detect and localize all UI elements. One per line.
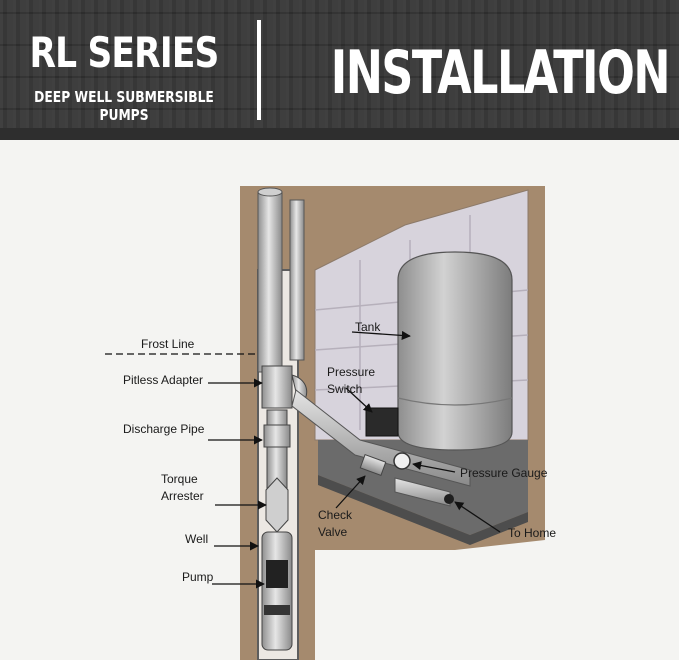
label-pitless-adapter: Pitless Adapter [123,373,204,387]
pressure-tank [397,251,513,451]
label-switch: Switch [327,382,363,396]
label-frost-line: Frost Line [141,337,195,351]
label-pressure-gauge: Pressure Gauge [460,466,548,480]
banner-bottom-strip [0,128,679,140]
installation-title: INSTALLATION [330,38,671,108]
series-title: RL SERIES [29,28,219,77]
label-pump: Pump [182,570,214,584]
upper-casing [257,191,283,373]
torque-arrester [265,477,289,533]
label-check: Check [318,508,353,522]
check-valve [359,454,387,476]
label-arrester: Arrester [161,489,204,503]
label-well: Well [185,532,209,546]
diagram-svg [105,186,545,660]
label-valve: Valve [318,525,348,539]
horizontal-supply-pipe [291,389,471,487]
header-divider [257,20,261,120]
header-banner [0,0,679,140]
label-discharge-pipe: Discharge Pipe [123,422,205,436]
label-torque: Torque [161,472,198,486]
home-outlet [444,494,454,504]
label-tank: Tank [355,320,381,334]
label-pressure: Pressure [327,365,376,379]
submersible-pump [261,531,293,651]
label-to-home: To Home [508,526,557,540]
pressure-switch-box [365,407,399,437]
pressure-gauge [393,452,411,470]
pitless-adapter [261,365,293,409]
series-subtitle: DEEP WELL SUBMERSIBLE PUMPS [34,88,214,124]
installation-diagram: Frost Line Pitless Adapter Discharge Pip… [0,140,679,660]
